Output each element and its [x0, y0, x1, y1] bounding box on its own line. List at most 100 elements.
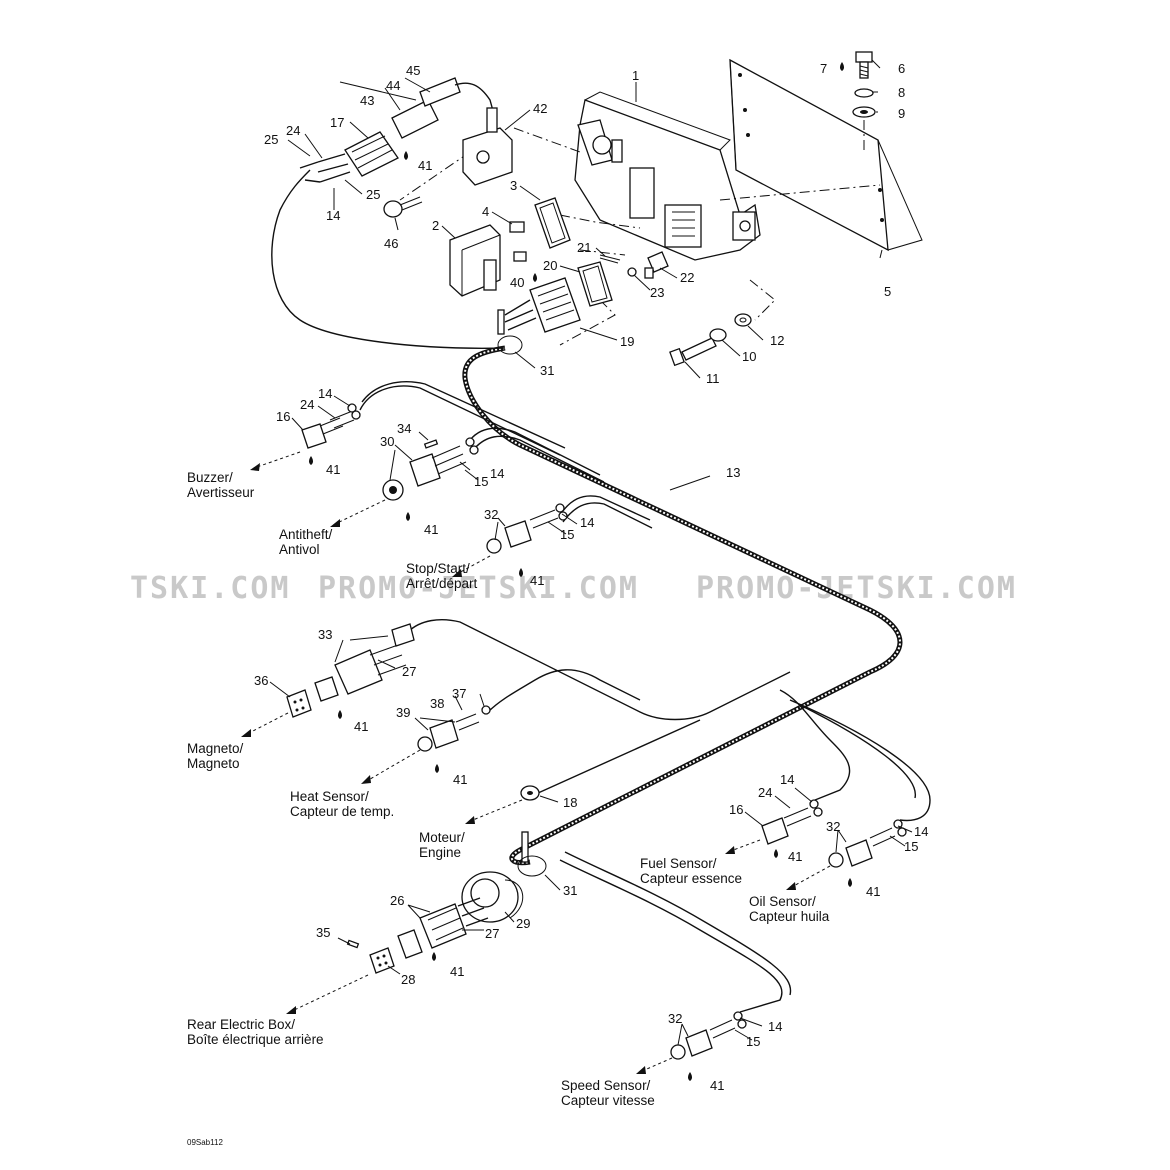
- callout-23: 23: [650, 285, 664, 300]
- loctite-drop-icon: [406, 512, 410, 521]
- bolt-11: [669, 337, 717, 367]
- callout-25a: 25: [264, 132, 278, 147]
- direction-arrows: [241, 451, 831, 1074]
- caption-magneto-fr: Magneto: [187, 756, 240, 771]
- callout-27a: 27: [402, 664, 416, 679]
- washer-8: [854, 88, 874, 98]
- fuse-4: [509, 221, 527, 262]
- loctite-drop-icon: [338, 710, 342, 719]
- callout-41d: 41: [530, 573, 544, 588]
- callout-8: 8: [898, 85, 905, 100]
- branch-wires: [359, 381, 931, 1013]
- callout-36: 36: [254, 673, 268, 688]
- loctite-drop-icon: [848, 878, 852, 887]
- callout-19: 19: [620, 334, 634, 349]
- callout-33: 33: [318, 627, 332, 642]
- caption-stopstart-fr: Arrêt/départ: [406, 576, 478, 591]
- callout-14f: 14: [914, 824, 928, 839]
- loctite-drop-icon: [404, 151, 408, 160]
- gasket-3: [534, 197, 571, 249]
- callout-30: 30: [380, 434, 394, 449]
- callout-7: 7: [820, 61, 827, 76]
- main-harness-13: [271, 169, 903, 866]
- cable-tie-31-bottom: [517, 831, 547, 877]
- callout-24a: 24: [286, 123, 300, 138]
- mounting-bracket: [729, 58, 923, 252]
- callout-34: 34: [397, 421, 411, 436]
- pin-35: [346, 939, 360, 949]
- buzzer-connector-16: [301, 403, 361, 449]
- stopstart-connector-32: [486, 503, 568, 554]
- callout-10: 10: [742, 349, 756, 364]
- callout-41e: 41: [354, 719, 368, 734]
- caption-fuel-fr: Capteur essence: [640, 871, 742, 886]
- watermark-left: ТSKI.COM: [130, 571, 291, 606]
- callout-40: 40: [510, 275, 524, 290]
- callout-5: 5: [884, 284, 891, 299]
- callout-41c: 41: [424, 522, 438, 537]
- fuel-sensor-connector: [761, 799, 823, 845]
- seal-20: [577, 261, 613, 307]
- caption-buzzer-fr: Avertisseur: [187, 485, 255, 500]
- caption-heat-fr: Capteur de temp.: [290, 804, 394, 819]
- callout-32a: 32: [484, 507, 498, 522]
- caption-antitheft-fr: Antivol: [279, 542, 320, 557]
- callout-41h: 41: [788, 849, 802, 864]
- callout-25b: 25: [366, 187, 380, 202]
- connector-28: [369, 947, 395, 974]
- callout-35: 35: [316, 925, 330, 940]
- callout-37: 37: [452, 686, 466, 701]
- callout-38: 38: [430, 696, 444, 711]
- speed-sensor-connector: [670, 1011, 747, 1060]
- callout-41b: 41: [326, 462, 340, 477]
- caption-heat-en: Heat Sensor/: [290, 789, 369, 804]
- callout-14d: 14: [580, 515, 594, 530]
- callout-14e: 14: [780, 772, 794, 787]
- callout-18: 18: [563, 795, 577, 810]
- callout-16a: 16: [276, 409, 290, 424]
- callout-26: 26: [390, 893, 404, 908]
- callout-14b: 14: [318, 386, 332, 401]
- oil-sensor-connector: [828, 819, 907, 868]
- mpem-module: [574, 91, 761, 261]
- callout-24c: 24: [758, 785, 772, 800]
- caption-oil-en: Oil Sensor/: [749, 894, 816, 909]
- caption-speed-en: Speed Sensor/: [561, 1078, 651, 1093]
- antitheft-connector-30: [382, 437, 479, 501]
- callout-14g: 14: [768, 1019, 782, 1034]
- callout-41f: 41: [453, 772, 467, 787]
- callout-2: 2: [432, 218, 439, 233]
- connector-22: [644, 251, 669, 279]
- loctite-drop-icon: [432, 952, 436, 961]
- callout-20: 20: [543, 258, 557, 273]
- ground-terminal-18: [520, 785, 540, 801]
- callout-31b: 31: [563, 883, 577, 898]
- callout-41j: 41: [710, 1078, 724, 1093]
- callout-32b: 32: [826, 819, 840, 834]
- relay-holder: [462, 107, 513, 186]
- caption-stopstart-en: Stop/Start/: [406, 561, 470, 576]
- callout-46: 46: [384, 236, 398, 251]
- figure-code: 09Sab112: [187, 1138, 223, 1147]
- watermark-center: PROMO-JETSKI.COM: [318, 571, 639, 606]
- callout-41i: 41: [866, 884, 880, 899]
- loctite-drop-icon: [688, 1072, 692, 1081]
- caption-engine-fr: Engine: [419, 845, 461, 860]
- callout-3: 3: [510, 178, 517, 193]
- caption-speed-fr: Capteur vitesse: [561, 1093, 655, 1108]
- callout-4: 4: [482, 204, 489, 219]
- washer-10: [709, 328, 727, 342]
- callout-15b: 15: [560, 527, 574, 542]
- callout-15a: 15: [474, 474, 488, 489]
- screw-46: [383, 196, 423, 218]
- callout-15d: 15: [746, 1034, 760, 1049]
- callout-6: 6: [898, 61, 905, 76]
- caption-engine-en: Moteur/: [419, 830, 465, 845]
- callout-43: 43: [360, 93, 374, 108]
- callout-29: 29: [516, 916, 530, 931]
- callout-21: 21: [577, 240, 591, 255]
- caption-fuel-en: Fuel Sensor/: [640, 856, 717, 871]
- callout-9: 9: [898, 106, 905, 121]
- heat-sensor-connector: [417, 705, 491, 752]
